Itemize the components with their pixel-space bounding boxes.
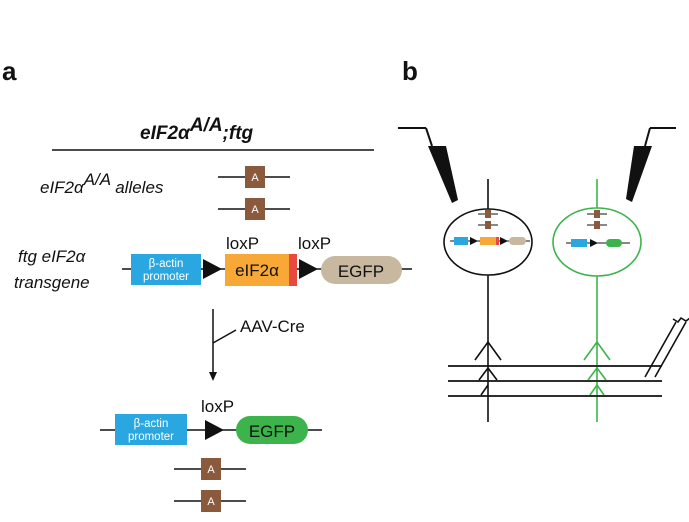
genotype-title-superscript: A/A <box>189 115 223 136</box>
recombined-promoter-box <box>115 414 187 445</box>
transgene-stop-box <box>289 254 297 286</box>
allele-a-3: A <box>174 458 246 480</box>
transgene-promoter-box <box>131 254 201 285</box>
aav-cre-arrow <box>209 309 237 381</box>
recombined-construct: β-actin promoter loxP EGFP <box>100 397 322 445</box>
recombined-promoter-line2: promoter <box>128 431 174 443</box>
transgene-label-line1: ftg eIF2α <box>18 247 87 266</box>
transgene-egfp-label: EGFP <box>338 262 384 281</box>
transgene-loxp-right-triangle <box>299 259 318 279</box>
panel-a-label: a <box>2 56 17 86</box>
left-electrode <box>398 127 458 203</box>
genotype-title-prefix: eIF2α <box>140 123 191 144</box>
panel-b-label: b <box>402 56 418 86</box>
recombined-egfp-box <box>236 416 308 444</box>
transgene-loxp-left-label: loxP <box>226 234 259 253</box>
transgene-label-line2: transgene <box>14 273 90 292</box>
recombined-loxp-triangle <box>205 420 224 440</box>
aav-cre-label: AAV-Cre <box>240 317 305 336</box>
allele-a-1-letter: A <box>251 172 259 184</box>
genotype-title-suffix: ;ftg <box>223 123 254 144</box>
allele-a-2: A <box>218 198 290 220</box>
alleles-label-suffix: alleles <box>111 178 164 197</box>
genotype-title: eIF2αA/A;ftg <box>140 115 254 144</box>
transgene-loxp-right-label: loxP <box>298 234 331 253</box>
alleles-label: eIF2αA/A alleles <box>40 170 164 197</box>
recombined-loxp-label: loxP <box>201 397 234 416</box>
recombined-promoter-line1: β-actin <box>134 418 169 430</box>
parallel-fibers-overlay <box>448 365 662 397</box>
transgene-loxp-left-triangle <box>203 259 222 279</box>
black-neuron-contents <box>450 210 530 245</box>
transgene-promoter-line1: β-actin <box>149 258 184 270</box>
green-neuron-contents <box>566 210 630 247</box>
transgene-eif2a-box <box>225 254 289 286</box>
allele-a-1: A <box>218 166 290 188</box>
allele-a-4-letter: A <box>207 496 215 508</box>
alleles-label-prefix: eIF2α <box>40 178 85 197</box>
transgene-construct: β-actin promoter loxP eIF2α STOP loxP EG… <box>122 234 412 286</box>
right-electrode <box>626 127 676 202</box>
recombined-egfp-label: EGFP <box>249 422 295 441</box>
transgene-eif2a-label: eIF2α <box>235 261 279 280</box>
cut-fiber <box>644 316 689 378</box>
allele-a-2-letter: A <box>251 204 259 216</box>
green-neuron <box>552 179 642 422</box>
allele-a-3-letter: A <box>207 464 215 476</box>
alleles-label-superscript: A/A <box>83 170 111 189</box>
transgene-promoter-line2: promoter <box>143 271 189 283</box>
allele-a-4: A <box>174 490 246 512</box>
transgene-egfp-box <box>321 256 402 284</box>
